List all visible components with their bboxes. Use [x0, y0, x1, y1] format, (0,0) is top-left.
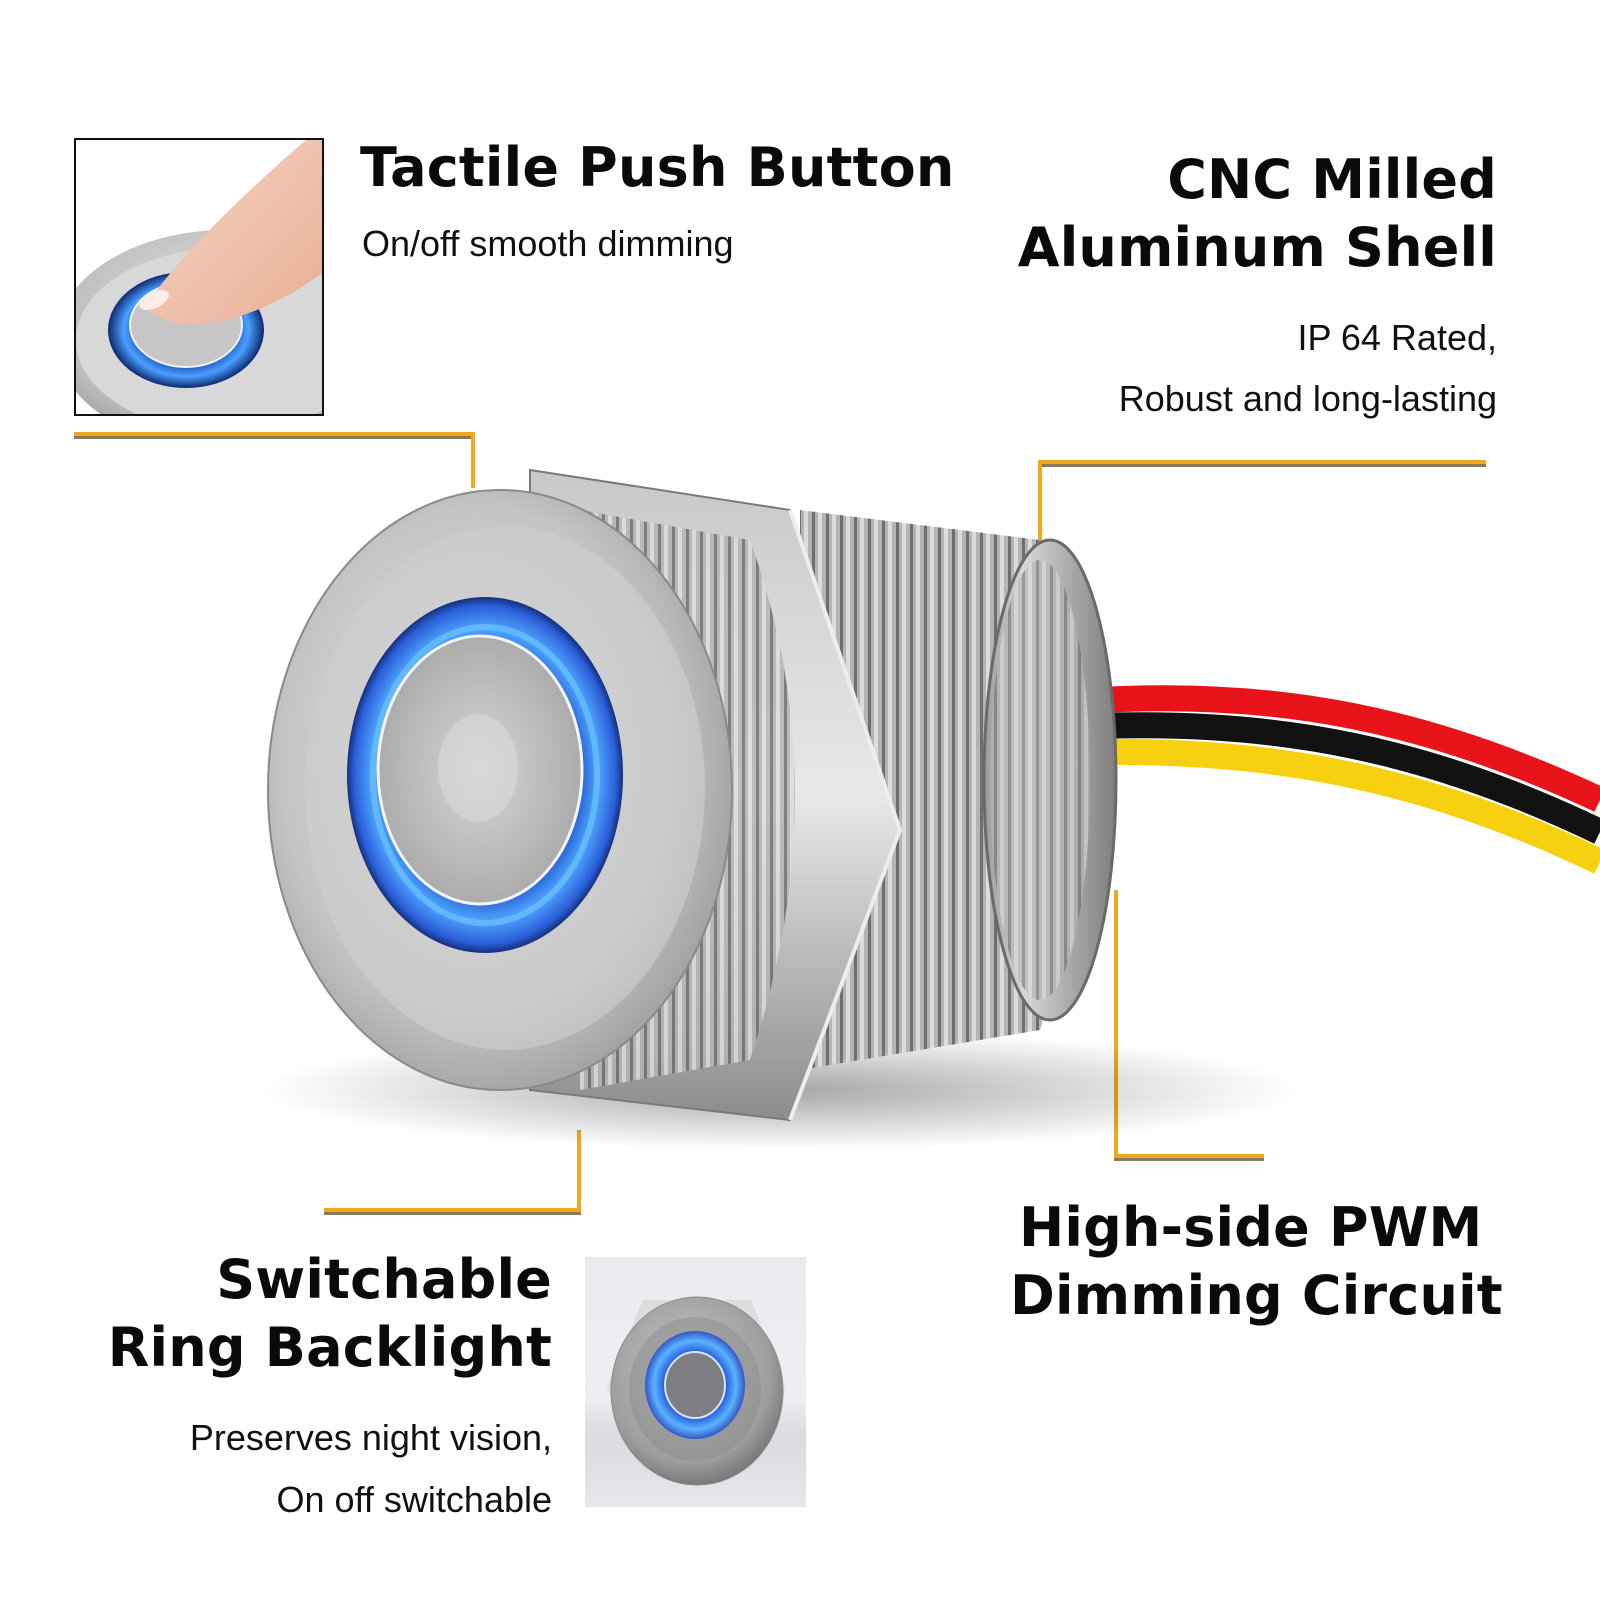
hero-product-image [260, 468, 1600, 1150]
callout-line-cnc-h [1038, 460, 1486, 464]
feature-title-pwm-line1: High-side PWM [1019, 1196, 1483, 1259]
feature-desc-cnc-line1: IP 64 Rated, [1297, 317, 1497, 358]
front-view-button-illustration [607, 1296, 785, 1486]
callout-line-pwm-v [1114, 890, 1118, 1158]
feature-title-cnc-line2: Aluminum Shell [1017, 216, 1497, 279]
feature-desc-backlight-line2: On off switchable [276, 1479, 552, 1520]
feature-title-backlight-line1: Switchable [216, 1248, 552, 1311]
callout-line-cnc-v [1038, 460, 1042, 570]
inset-finger-press-image [74, 138, 324, 416]
inset-front-view-image [585, 1257, 806, 1507]
callout-line-backlight-v [577, 1130, 581, 1210]
callout-line-tactile-h [74, 432, 474, 436]
callout-line-pwm-h [1114, 1154, 1264, 1158]
feature-title-tactile: Tactile Push Button [360, 136, 955, 199]
callout-line-tactile-v [471, 432, 475, 488]
callout-line-backlight-h [324, 1208, 581, 1212]
feature-title-pwm-line2: Dimming Circuit [1010, 1264, 1503, 1327]
feature-title-backlight-line2: Ring Backlight [107, 1316, 552, 1379]
feature-desc-tactile: On/off smooth dimming [362, 223, 734, 264]
finger-press-illustration [76, 140, 322, 414]
feature-desc-backlight-line1: Preserves night vision, [189, 1417, 552, 1458]
feature-desc-cnc-line2: Robust and long-lasting [1118, 378, 1497, 419]
push-button-switch-illustration [260, 468, 1600, 1150]
feature-title-cnc-line1: CNC Milled [1167, 148, 1497, 211]
